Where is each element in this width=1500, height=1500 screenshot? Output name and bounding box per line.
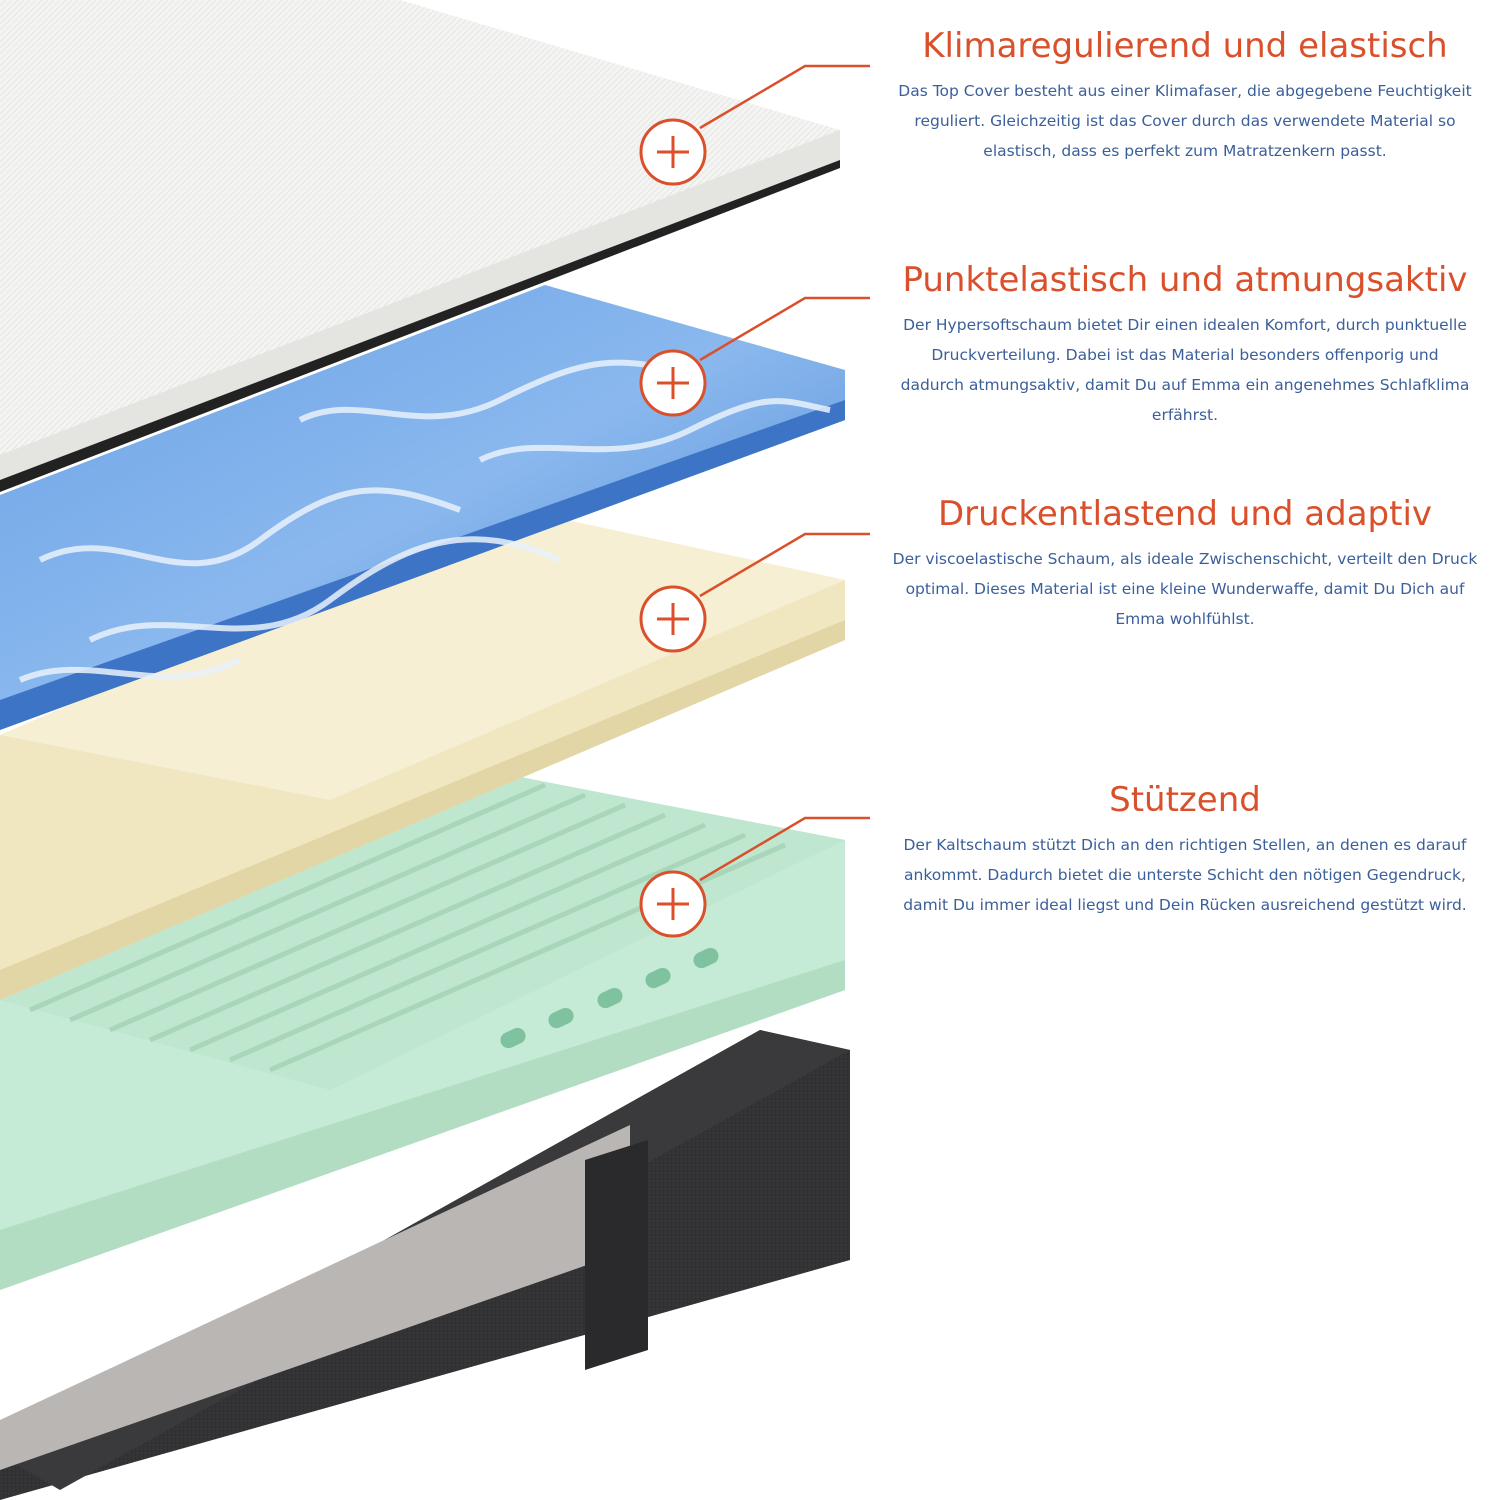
base-cover-layer <box>0 1030 850 1500</box>
feature-supportive: Stützend Der Kaltschaum stützt Dich an d… <box>880 778 1490 920</box>
feature-title: Druckentlastend und adaptiv <box>937 494 1433 534</box>
feature-description: Der Hypersoftschaum bietet Dir einen ide… <box>900 316 1470 424</box>
hypersoft-foam-layer <box>0 285 845 730</box>
feature-pressure-relief: Druckentlastend und adaptiv Der viscoela… <box>880 492 1490 634</box>
plus-circle-icon[interactable] <box>639 349 707 417</box>
plus-circle-icon[interactable] <box>639 585 707 653</box>
plus-circle-icon[interactable] <box>639 870 707 938</box>
top-cover-layer <box>0 0 840 492</box>
plus-circle-icon[interactable] <box>639 118 707 186</box>
feature-title: Klimaregulierend und elastisch <box>922 26 1448 66</box>
cold-foam-layer <box>0 775 845 1290</box>
feature-title: Stützend <box>1109 780 1261 820</box>
feature-description: Der Kaltschaum stützt Dich an den richti… <box>903 836 1467 914</box>
feature-point-elastic: Punktelastisch und atmungsaktiv Der Hype… <box>880 258 1490 430</box>
feature-climate: Klimaregulierend und elastisch Das Top C… <box>880 24 1490 166</box>
feature-description: Das Top Cover besteht aus einer Klimafas… <box>898 82 1472 160</box>
visco-foam-layer <box>0 510 845 1000</box>
feature-title: Punktelastisch und atmungsaktiv <box>902 260 1468 300</box>
feature-description: Der viscoelastische Schaum, als ideale Z… <box>892 550 1478 628</box>
callout-lines <box>699 64 870 882</box>
